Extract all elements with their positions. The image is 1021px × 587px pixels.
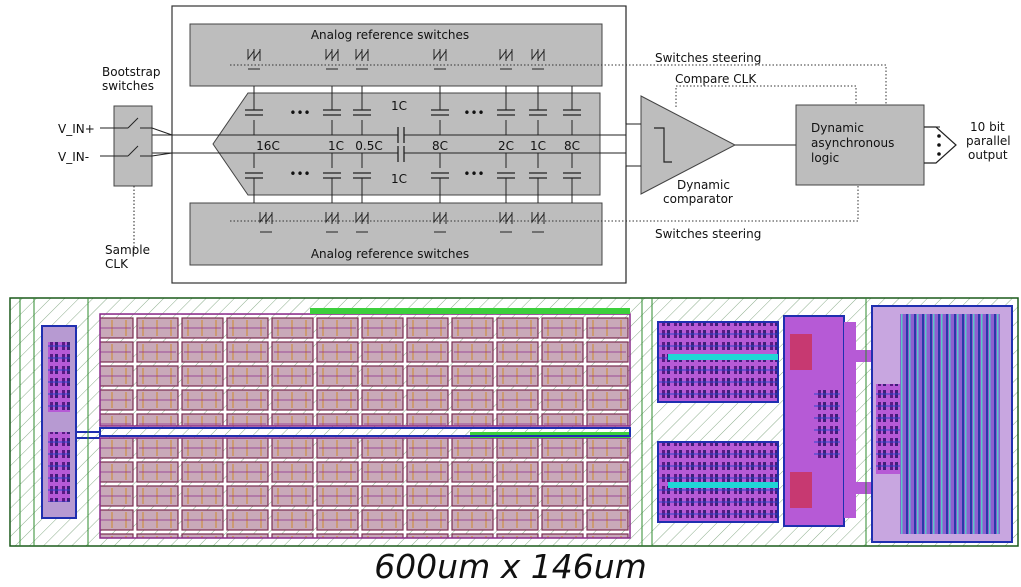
- bridge-cap-bottom-label: 1C: [391, 172, 407, 186]
- compare-clk-label: Compare CLK: [675, 72, 757, 86]
- layout-dimensions-caption: 600um x 146um: [374, 547, 647, 586]
- bootstrap-label-line2: switches: [102, 79, 154, 93]
- output-label-line1: 10 bit: [970, 120, 1005, 134]
- cap-label-4: 2C: [498, 139, 514, 153]
- layout-bootstrap-devices-top: [48, 342, 70, 412]
- comparator-triangle: [640, 95, 737, 195]
- comparator-label-line1: Dynamic: [677, 178, 730, 192]
- switches-steering-bottom-label: Switches steering: [655, 227, 761, 241]
- input-vin-minus: V_IN-: [58, 150, 89, 164]
- layout-drivers-top: [657, 321, 779, 403]
- input-vin-plus: V_IN+: [58, 122, 95, 136]
- layout-comparator-poly-bottom: [790, 472, 812, 508]
- cap-symbols-top: [245, 109, 581, 116]
- bridge-cap-top-label: 1C: [391, 99, 407, 113]
- layout-bootstrap-devices-bottom: [48, 432, 70, 502]
- bridge-capacitor-top: [397, 127, 405, 143]
- logic-label-line1: Dynamic: [811, 121, 864, 135]
- layout-cap-top-green-rail: [310, 308, 630, 314]
- chip-layout-render: [9, 297, 1019, 547]
- comparator-label-line2: comparator: [663, 192, 733, 206]
- layout-cap-middle-bus: [99, 427, 631, 437]
- layout-drivers-bottom-cyan: [668, 482, 778, 488]
- sample-clk-line2: CLK: [105, 257, 129, 271]
- steering-dotted-lines: [230, 64, 887, 222]
- layout-comparator-poly-top: [790, 334, 812, 370]
- bootstrap-label-line1: Bootstrap: [102, 65, 160, 79]
- ellipsis-bottom-right: •••: [463, 167, 484, 181]
- cap-label-3: 8C: [432, 139, 448, 153]
- hysteresis-icon: [654, 127, 672, 163]
- bridge-capacitor-bottom: [397, 146, 405, 162]
- ellipsis-top-left: •••: [289, 106, 310, 120]
- ref-switch-glyphs-top: [247, 49, 545, 70]
- logic-label-line3: logic: [811, 151, 839, 165]
- sample-clk-line1: Sample: [105, 243, 150, 257]
- ellipsis-marks: ••• ••• ••• •••: [289, 106, 484, 181]
- layout-sar-logic-fingers: [900, 314, 1000, 534]
- logic-label-line2: asynchronous: [811, 136, 894, 150]
- cap-labels: 16C 1C 0.5C 8C 2C 1C 8C: [256, 139, 580, 153]
- cap-label-6: 8C: [564, 139, 580, 153]
- ref-switches-top-block: [189, 23, 603, 87]
- sar-dac-container: [171, 5, 627, 284]
- layout-comparator-core: [814, 388, 840, 458]
- layout-cap-array-top: [99, 313, 631, 427]
- output-bus-dots: [937, 134, 941, 156]
- cap-label-2: 0.5C: [355, 139, 382, 153]
- ellipsis-bottom-left: •••: [289, 167, 310, 181]
- adc-block-diagram: Analog reference switches Analog referen…: [58, 5, 1011, 284]
- layout-cap-array-bottom: [99, 437, 631, 539]
- switches-steering-top-label: Switches steering: [655, 51, 761, 65]
- ellipsis-top-right: •••: [463, 106, 484, 120]
- cap-label-5: 1C: [530, 139, 546, 153]
- ref-switches-bottom-block: [189, 202, 603, 266]
- output-label-line3: output: [968, 148, 1008, 162]
- layout-vertical-tracks: [19, 298, 867, 546]
- cap-label-1: 1C: [328, 139, 344, 153]
- comparator-wires: [625, 6, 796, 283]
- bootstrap-switches-block: [113, 105, 153, 187]
- layout-frame: [9, 297, 1019, 547]
- ref-switches-bottom-label: Analog reference switches: [311, 247, 469, 261]
- async-logic-block: [795, 104, 925, 186]
- ref-switches-top-label: Analog reference switches: [311, 28, 469, 42]
- bootstrap-switch-glyphs: [100, 117, 173, 252]
- ref-switch-glyphs-bottom: [259, 212, 545, 233]
- layout-sar-logic-core: [876, 384, 900, 474]
- layout-drivers-top-cyan: [668, 354, 778, 360]
- output-label-line2: parallel: [966, 134, 1011, 148]
- cap-label-0: 16C: [256, 139, 280, 153]
- cap-to-switch-wires: [253, 86, 573, 203]
- cap-array-wires: [150, 120, 626, 168]
